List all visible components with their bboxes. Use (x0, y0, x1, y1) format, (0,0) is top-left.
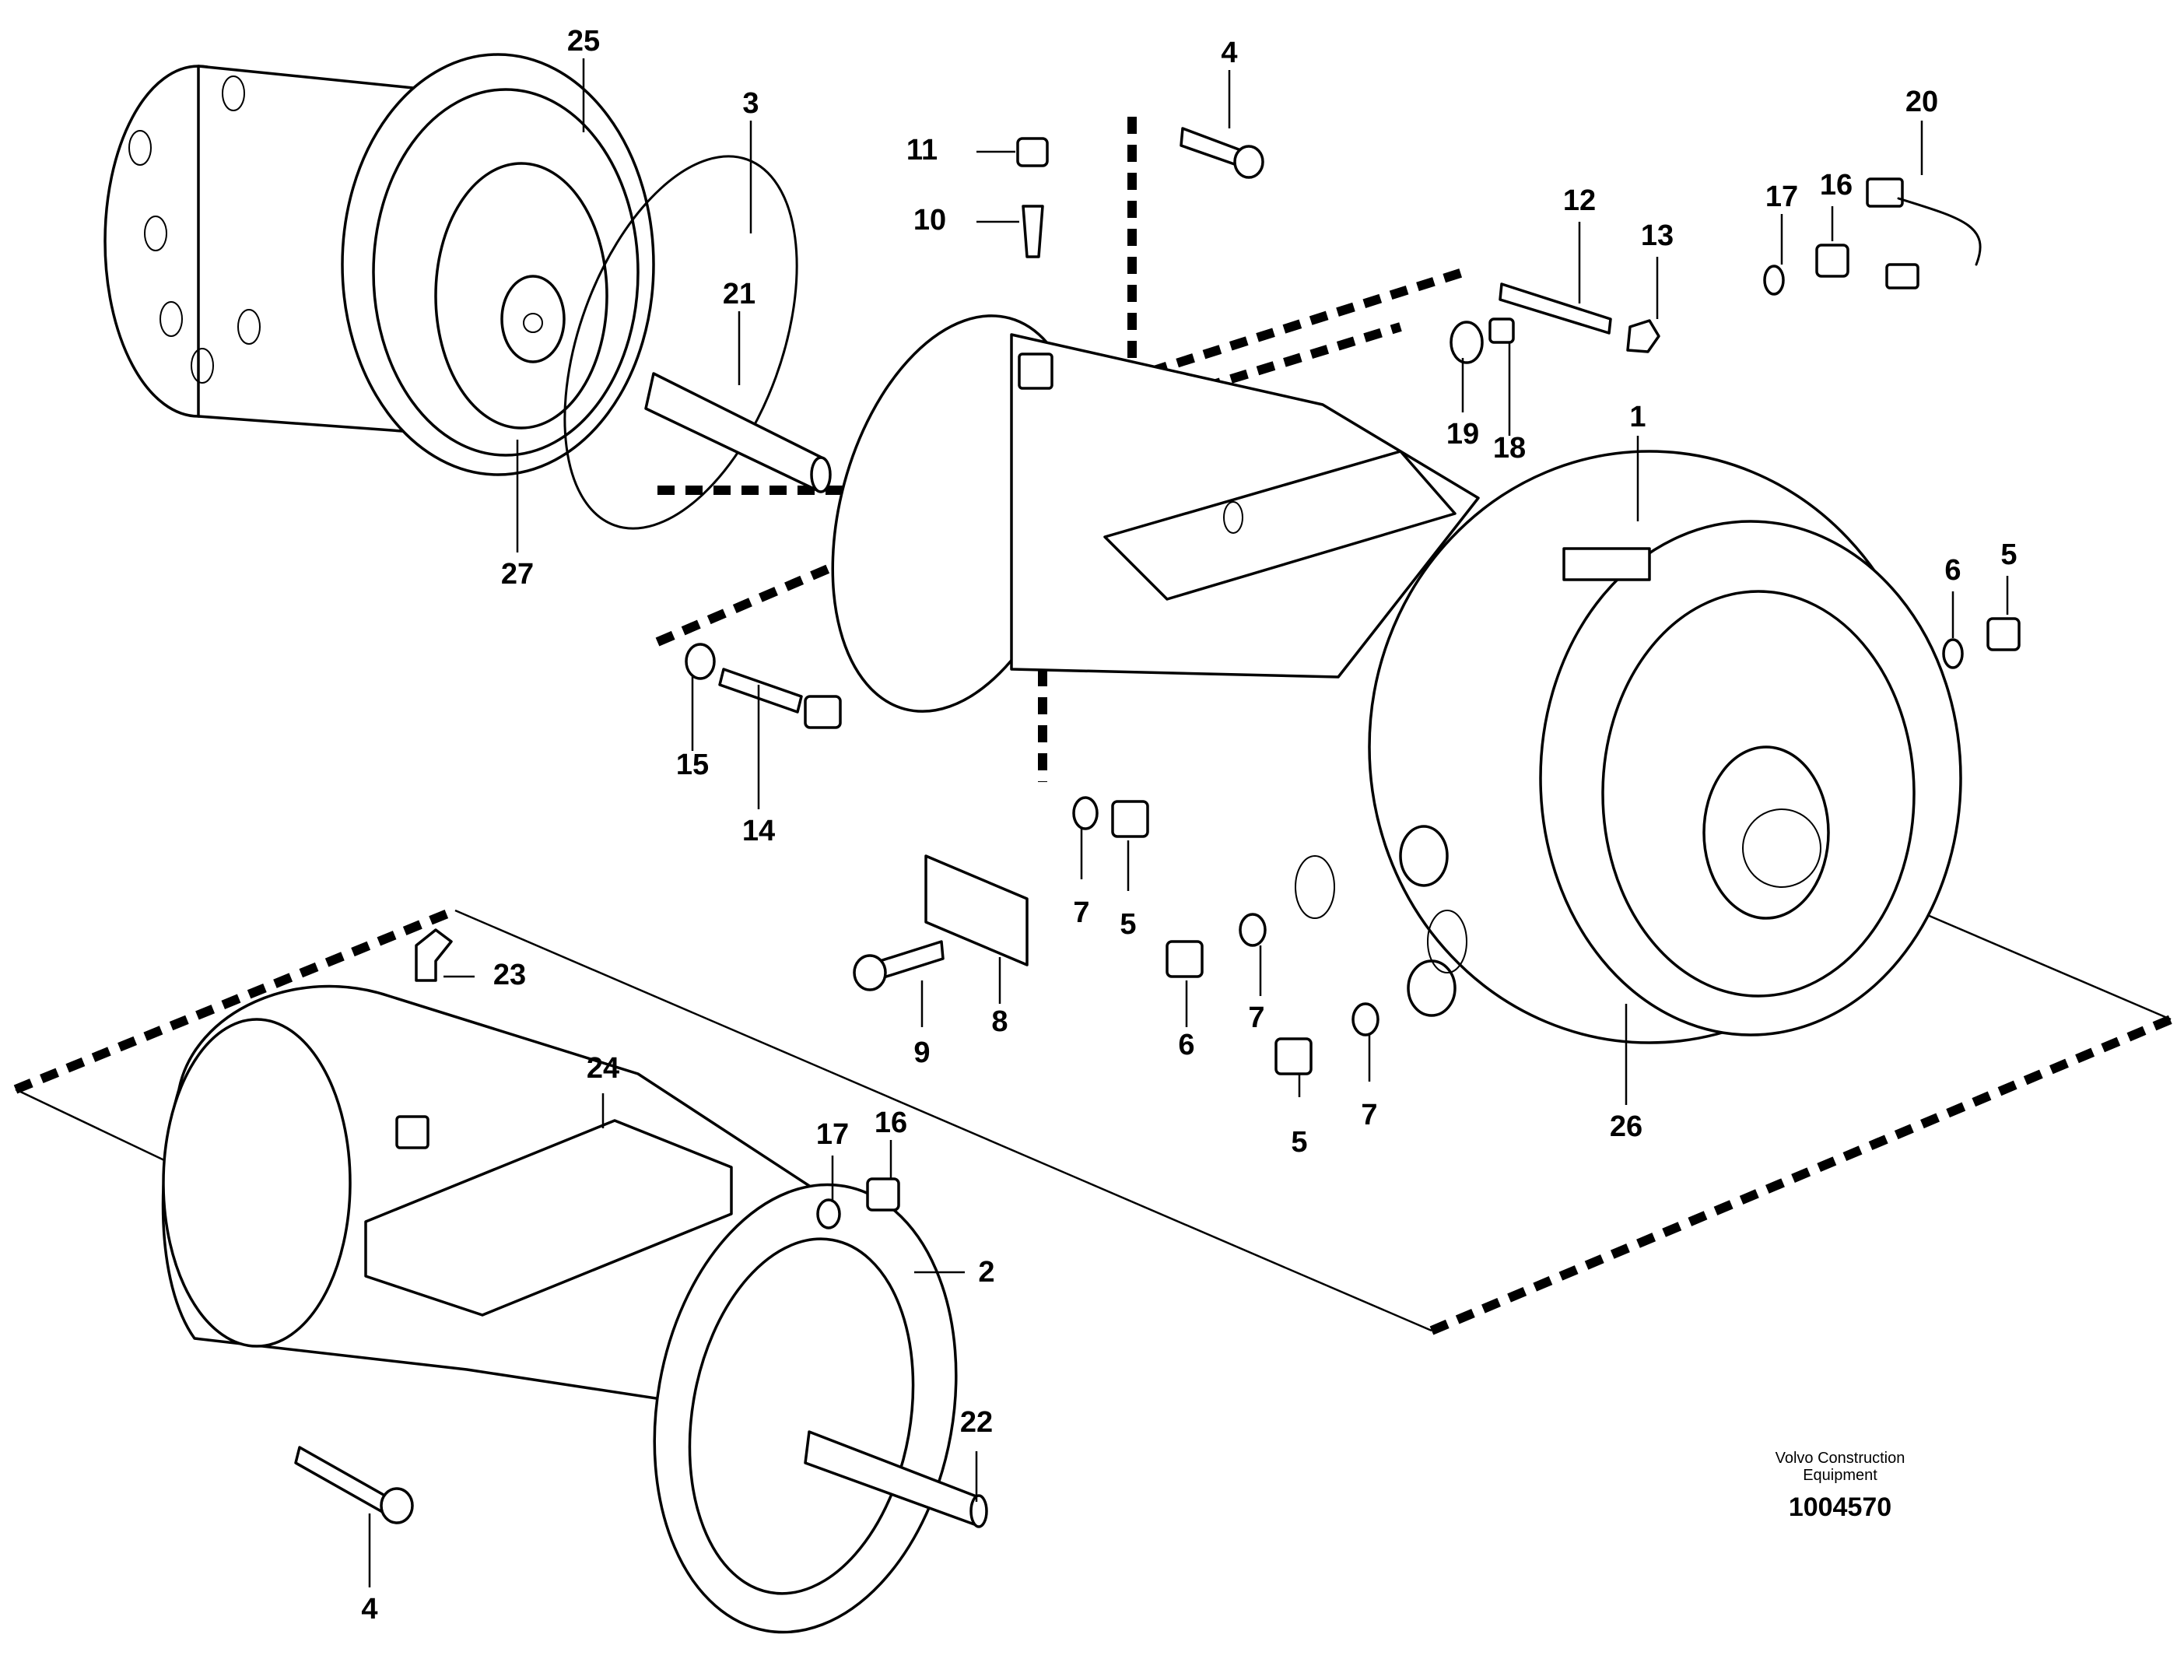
label-21: 21 (723, 278, 755, 310)
label-11: 11 (906, 134, 938, 167)
label-5-c: 5 (1291, 1126, 1307, 1159)
leader-lines (368, 58, 2009, 1587)
label-10: 10 (913, 204, 946, 237)
label-24: 24 (587, 1052, 619, 1085)
hardware-parts (294, 127, 2021, 1524)
label-17-top: 17 (1765, 181, 1798, 213)
part-labels: 25 3 21 27 11 10 4 12 13 17 16 20 19 18 … (361, 25, 2017, 1626)
o-ring-3 (563, 155, 798, 530)
hub-assembly (103, 53, 655, 476)
hub-bolt-holes (128, 75, 261, 384)
label-4-top: 4 (1221, 37, 1237, 69)
label-7-b: 7 (1248, 1001, 1264, 1034)
label-7-c: 7 (1361, 1099, 1377, 1131)
label-20: 20 (1905, 86, 1938, 118)
label-5-a: 5 (1120, 908, 1136, 941)
label-22: 22 (960, 1406, 993, 1439)
label-4-bottom: 4 (361, 1593, 377, 1626)
label-19: 19 (1446, 418, 1479, 451)
label-16-top: 16 (1820, 169, 1853, 202)
label-23: 23 (493, 959, 526, 991)
lower-axle-housing (161, 984, 988, 1634)
label-1: 1 (1629, 401, 1646, 433)
shaft-21 (644, 372, 832, 493)
label-7-a: 7 (1073, 896, 1089, 929)
label-12: 12 (1563, 184, 1596, 217)
upper-axle-housing (831, 314, 1962, 1044)
label-5-right: 5 (2000, 538, 2017, 571)
label-6-right: 6 (1944, 554, 1961, 587)
label-16-bottom: 16 (875, 1107, 907, 1139)
label-6-b: 6 (1178, 1029, 1194, 1061)
label-27: 27 (501, 558, 534, 591)
label-8: 8 (991, 1005, 1008, 1038)
label-2: 2 (978, 1256, 994, 1289)
label-13: 13 (1641, 219, 1674, 252)
label-3: 3 (742, 87, 759, 120)
drawing-number: 1004570 (1789, 1492, 1891, 1522)
company-name-line2: Equipment (1803, 1467, 1877, 1484)
company-name-line1: Volvo Construction (1776, 1450, 1905, 1467)
label-14: 14 (742, 815, 775, 847)
label-25: 25 (567, 25, 600, 58)
label-17-bottom: 17 (816, 1118, 849, 1151)
label-26: 26 (1610, 1110, 1642, 1143)
drawing-footer: Volvo Construction Equipment 1004570 (1776, 1450, 1905, 1522)
label-9: 9 (913, 1036, 930, 1069)
label-18: 18 (1493, 432, 1526, 465)
label-15: 15 (676, 749, 709, 781)
